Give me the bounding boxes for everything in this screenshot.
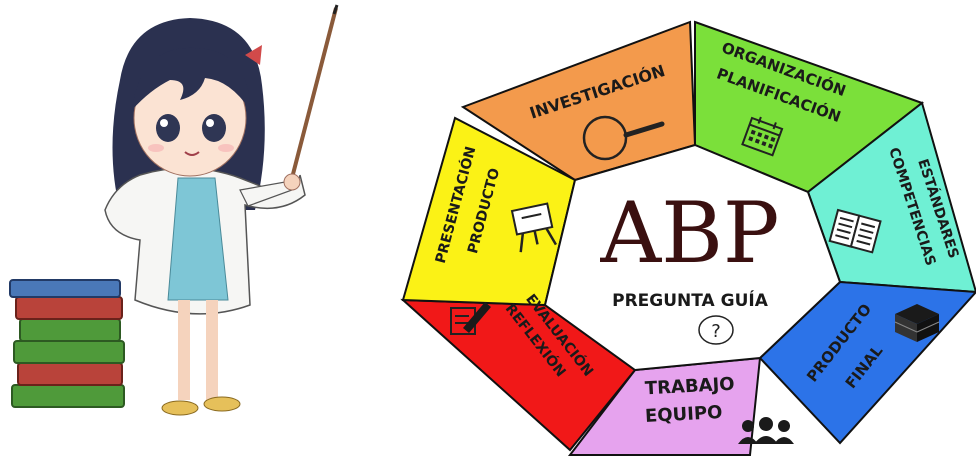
easel-icon	[510, 202, 558, 253]
center-subtitle: PREGUNTA GUÍA	[612, 289, 769, 311]
mouth	[184, 151, 200, 156]
hair-bangs	[132, 47, 250, 110]
pointer-stick	[290, 7, 338, 179]
left-shoe	[161, 400, 199, 416]
book-1	[11, 384, 125, 408]
right-cheek	[218, 144, 234, 152]
left-cheek	[148, 144, 164, 152]
book-icon	[828, 208, 882, 254]
pointer-tip	[332, 4, 339, 15]
right-eye	[202, 114, 226, 142]
hair-bow	[245, 45, 262, 65]
calendar-icon	[741, 116, 784, 157]
right-eye-shine	[206, 119, 214, 127]
right-hand	[283, 173, 301, 191]
blue-dress	[167, 177, 229, 301]
right-leg	[206, 300, 218, 400]
label-trabajo: TRABAJO	[644, 374, 735, 400]
book-3	[13, 340, 125, 364]
left-eye	[156, 114, 180, 142]
pencil-checklist-icon	[450, 302, 491, 335]
left-leg	[178, 300, 190, 400]
book-6	[9, 279, 121, 298]
right-shoe	[203, 396, 241, 412]
center-title: ABP	[600, 184, 780, 282]
book-4	[19, 318, 121, 342]
center-panel	[543, 143, 842, 372]
book-5	[15, 296, 123, 320]
book-stack-icon	[9, 279, 125, 408]
question-mark-icon: ?	[698, 315, 734, 345]
team-icon	[738, 417, 794, 444]
label-equipo: EQUIPO	[645, 402, 723, 427]
svg-text:?: ?	[711, 321, 721, 342]
boxes-icon	[894, 304, 940, 342]
magnifier-icon	[582, 115, 665, 161]
book-2	[17, 362, 123, 386]
teacher-illustration	[104, 4, 339, 416]
left-eye-shine	[160, 119, 168, 127]
